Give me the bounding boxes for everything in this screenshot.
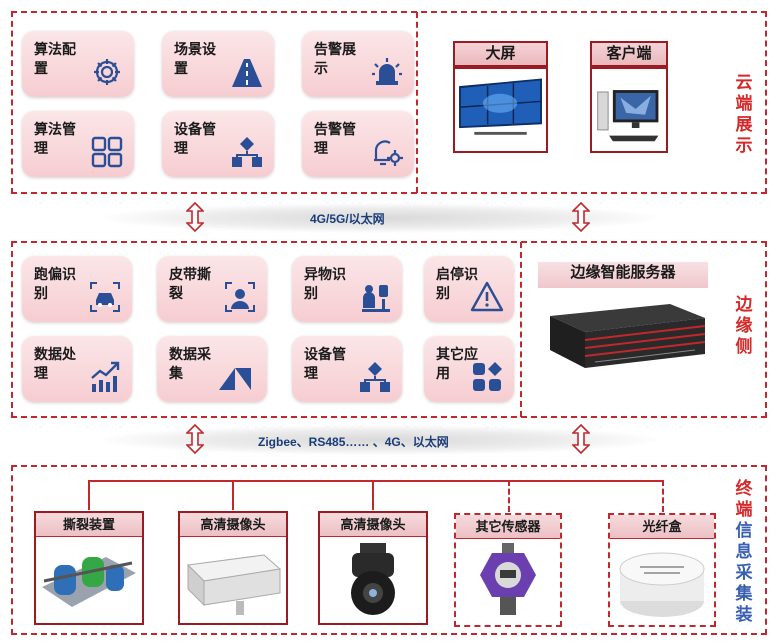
network-top-label: 4G/5G/以太网 bbox=[310, 212, 385, 226]
tile-label: 设备管理 bbox=[174, 121, 216, 156]
car-scan-icon bbox=[90, 282, 120, 312]
tile-label: 启停识别 bbox=[436, 266, 478, 301]
tile-other-apps[interactable]: 其它应用 bbox=[424, 336, 514, 402]
terminal-side-text-blue: 信息采集装 bbox=[735, 521, 753, 624]
double-arrow-icon bbox=[572, 202, 590, 232]
terminal-section bbox=[11, 465, 767, 635]
tile-label: 算法配置 bbox=[34, 41, 76, 76]
double-arrow-icon bbox=[572, 424, 590, 454]
tile-device-manage-edge[interactable]: 设备管理 bbox=[292, 336, 402, 402]
siren-icon bbox=[372, 58, 402, 85]
device-tear: 撕裂装置 bbox=[34, 511, 144, 625]
double-arrow-icon bbox=[186, 202, 204, 232]
screen-picture bbox=[453, 67, 548, 153]
tile-label: 告警管理 bbox=[314, 121, 356, 156]
tile-label: 其它应用 bbox=[436, 346, 478, 381]
server-image bbox=[550, 304, 706, 368]
edge-side-text: 边缘侧 bbox=[735, 295, 753, 356]
connector-drop bbox=[88, 480, 90, 510]
device-box-camera: 高清摄像头 bbox=[178, 511, 288, 625]
tile-device-manage[interactable]: 设备管理 bbox=[162, 111, 274, 177]
apps-icon bbox=[473, 362, 502, 391]
tile-data-collect[interactable]: 数据采集 bbox=[157, 336, 267, 402]
box-camera-icon bbox=[186, 554, 282, 615]
connector-drop bbox=[232, 480, 234, 510]
bell-gear-icon bbox=[374, 140, 403, 166]
tile-deviation-detect[interactable]: 跑偏识别 bbox=[22, 256, 132, 322]
tile-start-stop[interactable]: 启停识别 bbox=[424, 256, 514, 322]
tile-label: 数据采集 bbox=[169, 346, 211, 381]
cloud-section bbox=[11, 11, 767, 194]
tile-label: 场景设置 bbox=[174, 41, 216, 76]
collect-icon bbox=[219, 368, 251, 390]
client-title: 客户端 bbox=[590, 41, 668, 67]
device-title: 光纤盒 bbox=[610, 515, 714, 539]
fiber-box-icon bbox=[619, 552, 705, 617]
terminal-side-label: 终端 信息采集装 bbox=[733, 478, 755, 625]
client-picture bbox=[590, 67, 668, 153]
server-title: 边缘智能服务器 bbox=[538, 262, 708, 288]
tile-label: 皮带撕裂 bbox=[169, 266, 211, 301]
tile-scene-setting[interactable]: 场景设置 bbox=[162, 31, 274, 97]
tile-data-process[interactable]: 数据处理 bbox=[22, 336, 132, 402]
edge-divider bbox=[520, 242, 522, 417]
gear-icon bbox=[94, 59, 120, 85]
face-scan-icon bbox=[225, 282, 255, 312]
cloud-side-text: 云端展示 bbox=[735, 73, 753, 155]
network-bottom-label: Zigbee、RS485…… 、4G、以太网 bbox=[258, 435, 449, 449]
tile-label: 异物识别 bbox=[304, 266, 346, 301]
tile-foreign-object[interactable]: 异物识别 bbox=[292, 256, 402, 322]
connector-drop bbox=[372, 480, 374, 510]
grid-icon bbox=[91, 136, 123, 168]
tile-label: 跑偏识别 bbox=[34, 266, 76, 301]
tile-alarm-manage[interactable]: 告警管理 bbox=[302, 111, 414, 177]
cloud-divider bbox=[416, 12, 418, 193]
tile-label: 设备管理 bbox=[304, 346, 346, 381]
warning-icon bbox=[470, 281, 504, 312]
hierarchy-icon bbox=[360, 362, 390, 392]
connector-bus bbox=[88, 480, 664, 482]
hierarchy-icon bbox=[232, 137, 262, 167]
tile-algorithm-manage[interactable]: 算法管理 bbox=[22, 111, 134, 177]
desktop-pc-image bbox=[597, 90, 659, 142]
person-alert-icon bbox=[362, 285, 390, 312]
connector-drop-dashed bbox=[662, 480, 664, 512]
road-icon bbox=[232, 59, 262, 87]
cloud-side-label: 云端展示 bbox=[733, 72, 755, 156]
tile-label: 算法管理 bbox=[34, 121, 76, 156]
tile-belt-tear[interactable]: 皮带撕裂 bbox=[157, 256, 267, 322]
device-other-sensor: 其它传感器 bbox=[454, 513, 562, 627]
terminal-side-text-red: 终端 bbox=[735, 479, 753, 519]
tile-label: 数据处理 bbox=[34, 346, 76, 381]
tile-label: 告警展示 bbox=[314, 41, 356, 76]
video-wall-image bbox=[459, 78, 542, 135]
dome-camera-icon bbox=[351, 543, 395, 615]
tile-algorithm-config[interactable]: 算法配置 bbox=[22, 31, 134, 97]
edge-section bbox=[11, 241, 767, 418]
connector-drop-dashed bbox=[508, 480, 510, 512]
device-dome-camera: 高清摄像头 bbox=[318, 511, 428, 625]
device-fiber-box: 光纤盒 bbox=[608, 513, 716, 627]
double-arrow-icon bbox=[186, 424, 204, 454]
gas-sensor-icon bbox=[480, 543, 536, 615]
device-title: 撕裂装置 bbox=[36, 513, 142, 537]
edge-side-label: 边缘侧 bbox=[733, 294, 755, 357]
tear-device-icon bbox=[42, 557, 136, 607]
device-title: 高清摄像头 bbox=[180, 513, 286, 537]
tile-alarm-display[interactable]: 告警展示 bbox=[302, 31, 414, 97]
device-title: 其它传感器 bbox=[456, 515, 560, 539]
device-title: 高清摄像头 bbox=[320, 513, 426, 537]
screen-title: 大屏 bbox=[453, 41, 548, 67]
chart-up-icon bbox=[91, 361, 120, 392]
